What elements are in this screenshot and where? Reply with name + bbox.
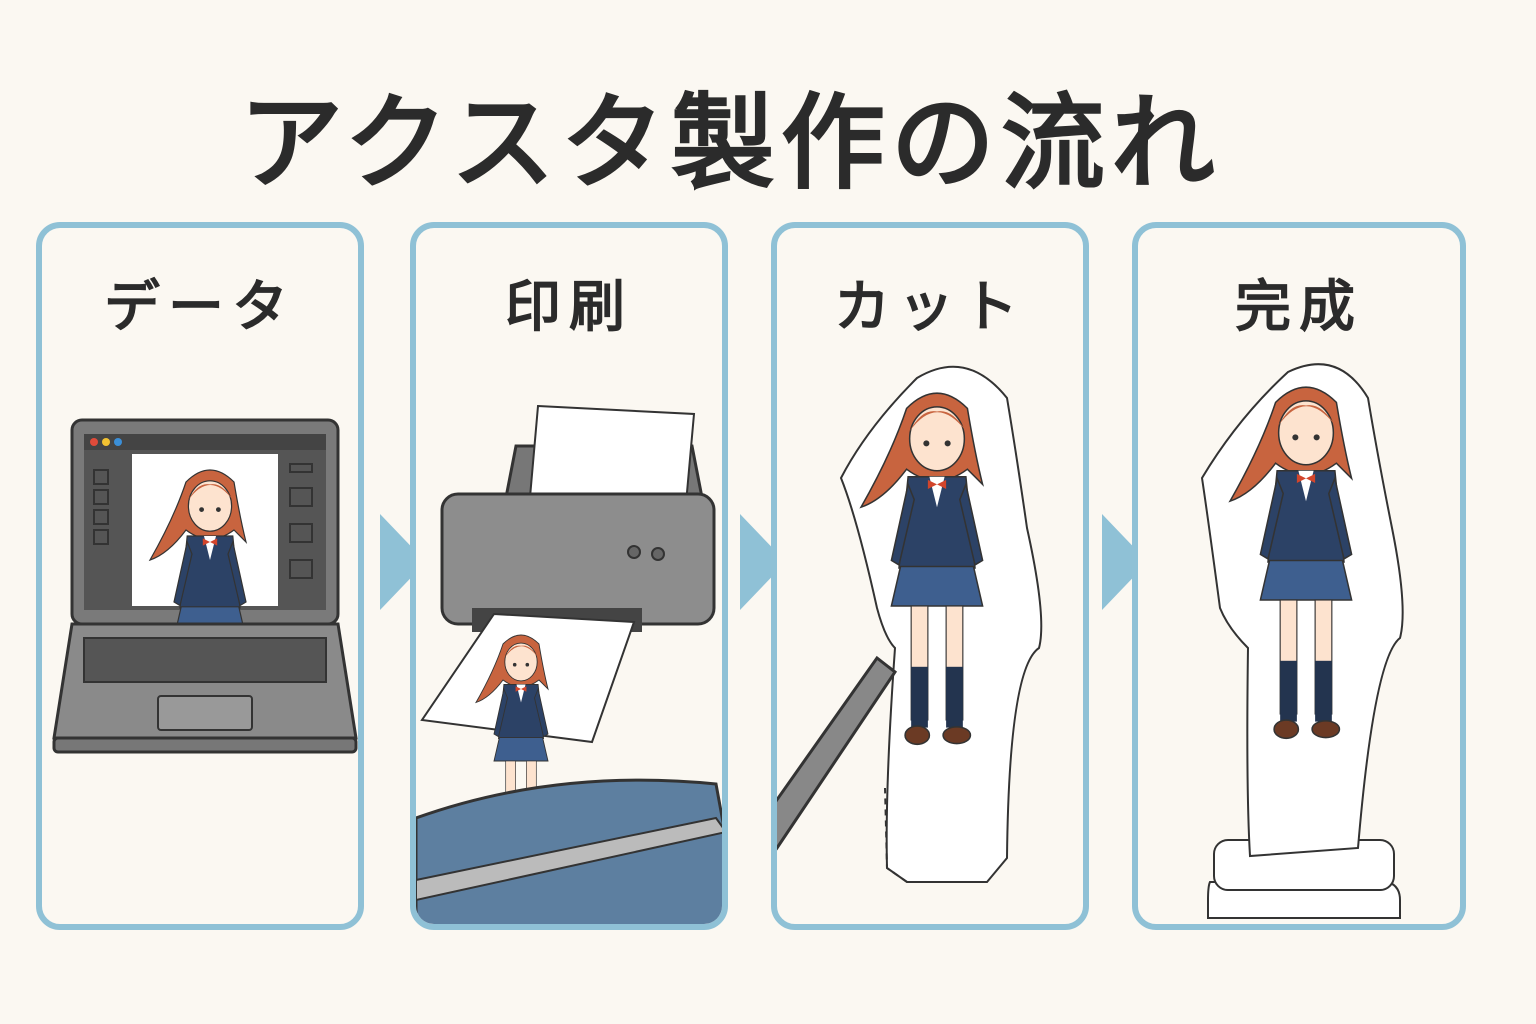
printer-icon bbox=[416, 404, 722, 924]
step-label: 完成 bbox=[1235, 275, 1363, 340]
character-illustration bbox=[859, 392, 985, 746]
step-label: 印刷 bbox=[505, 275, 633, 340]
laptop-icon bbox=[52, 418, 358, 754]
step-label: データ bbox=[104, 275, 296, 340]
page-title: アクスタ製作の流れ bbox=[239, 82, 1221, 204]
step-label: カット bbox=[834, 275, 1026, 340]
step-panel-cut: カット bbox=[771, 222, 1089, 930]
cutter-icon bbox=[777, 365, 1043, 883]
step-panel-complete: 完成 bbox=[1132, 222, 1466, 930]
character-illustration bbox=[1228, 386, 1354, 740]
step-panel-print: 印刷 bbox=[410, 222, 728, 930]
acrylic-stand-icon bbox=[1200, 363, 1404, 919]
step-panel-data: データ bbox=[36, 222, 364, 930]
